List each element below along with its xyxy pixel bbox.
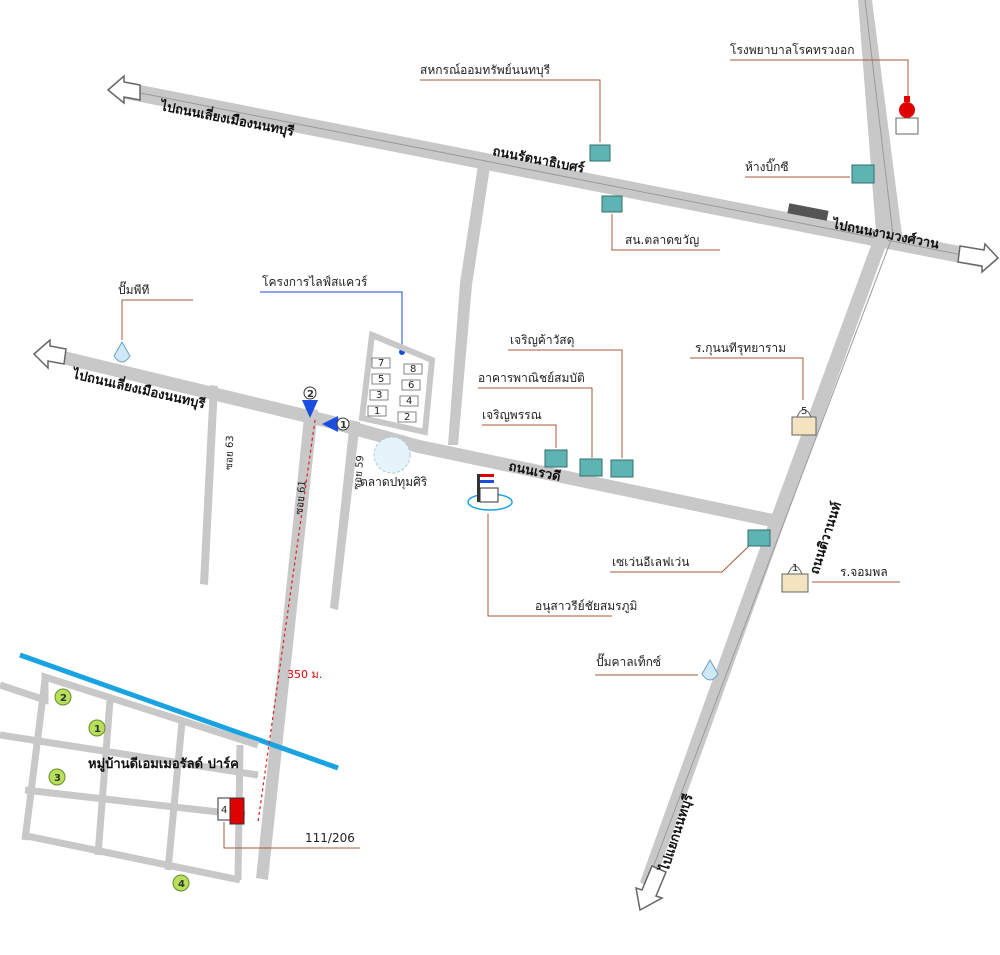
plot-4: 4 (406, 396, 412, 407)
label-police: สน.ตลาดขวัญ (625, 233, 699, 247)
arrow-left-mid-road (32, 338, 67, 370)
bigc-marker (745, 164, 875, 184)
label-soi-61: ซอย 61 (294, 480, 309, 516)
road-connector (448, 165, 490, 445)
plot-8: 8 (410, 364, 416, 375)
label-jet-bangkok: เจริญค้าวัสดุ (510, 333, 574, 348)
label-building-prosper: อาคารพาณิชย์สมบัติ (478, 371, 585, 385)
label-hospital: โรงพยาบาลโรคทรวงอก (730, 43, 854, 57)
label-school-jom: ร.จอมพล (840, 565, 888, 579)
school-karn-marker (690, 357, 817, 436)
school-jom-marker (781, 565, 900, 593)
seven-eleven-marker (610, 529, 771, 573)
school-karn-num: 5 (801, 406, 807, 417)
label-soi-59: ซอย 59 (352, 455, 367, 491)
caltex-marker (595, 658, 719, 681)
label-bigc: ห้างบิ๊กซี (745, 158, 789, 174)
marker-2 (302, 386, 318, 418)
plot-3: 3 (376, 390, 382, 401)
village-marker-1 (88, 719, 106, 737)
road-rewadee (58, 350, 778, 528)
canal (19, 652, 339, 771)
label-project: โครงการไลฟ์สแควร์ (262, 275, 368, 289)
label-park: ตลาดปทุมศิริ (360, 475, 428, 490)
label-cooperative: สหกรณ์ออมทรัพย์นนทบุรี (420, 63, 551, 78)
park-pond (373, 436, 411, 474)
label-soi-63: ซอย 63 (224, 435, 236, 470)
road-rattanathibet (120, 82, 990, 268)
label-address: 111/206 (305, 831, 355, 845)
school-jom-num: 1 (792, 563, 798, 574)
monument-marker (467, 474, 612, 617)
label-ptt: ปั๊มพีที (118, 281, 149, 297)
project-marker (260, 291, 436, 436)
cooperative-marker (420, 79, 611, 162)
plot-2: 2 (404, 412, 410, 423)
plot-5: 5 (378, 374, 384, 385)
label-village: หมู่บ้านดีเอมเมอรัลด์ ปาร์ค (88, 756, 239, 772)
distance-line (257, 419, 316, 823)
village-marker-4-label: 4 (178, 879, 185, 890)
village-grid (0, 672, 260, 884)
plot-1: 1 (374, 406, 380, 417)
marker-2-label: 2 (307, 389, 314, 400)
arrow-right-top-road (957, 242, 1000, 274)
ptt-marker (113, 299, 193, 363)
plot-7: 7 (378, 358, 384, 369)
label-jet-kiet: เจริญพรรณ (482, 408, 542, 422)
target-house (217, 797, 360, 849)
village-marker-3 (48, 768, 66, 786)
village-marker-1-label: 1 (94, 724, 101, 735)
police-marker (601, 195, 720, 251)
village-marker-2-label: 2 (60, 693, 67, 704)
label-seven-eleven: เซเว่นอีเลฟเว่น (612, 555, 690, 569)
road-soi-61 (256, 408, 318, 880)
marker-1 (322, 416, 350, 432)
label-caltex: ปั๊มคาลเท็กซ์ (596, 653, 661, 669)
road-tiwanon (640, 0, 902, 890)
arrow-down-tiwanon (635, 865, 667, 912)
village-marker-3-label: 3 (54, 773, 61, 784)
plot-6: 6 (408, 380, 414, 391)
label-school-karn: ร.กุนนทีรุทยาราม (695, 341, 786, 356)
shop-markers (478, 349, 634, 478)
label-monument: อนุสาวรีย์ชัยสมรภูมิ (535, 599, 637, 614)
hospital-marker (730, 59, 919, 135)
village-marker-4 (172, 874, 190, 892)
arrow-left-top-road (106, 74, 141, 105)
road-soi-59 (330, 420, 360, 610)
road-soi-63 (200, 385, 218, 585)
target-house-num: 4 (221, 805, 227, 816)
distance-label: 350 ม. (287, 668, 322, 681)
marker-1-label: 1 (340, 420, 347, 431)
village-marker-2 (54, 688, 72, 706)
